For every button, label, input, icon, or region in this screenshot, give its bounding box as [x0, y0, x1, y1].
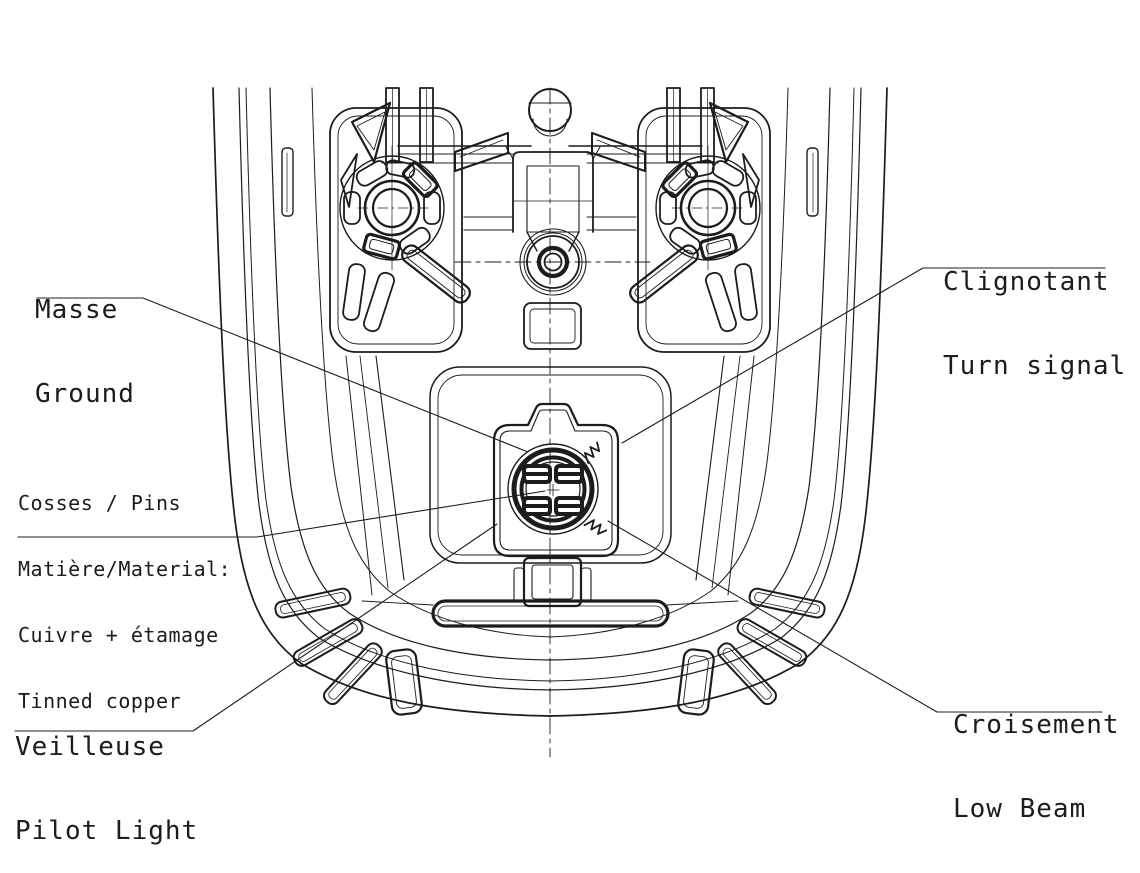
gasket-band: [431, 599, 670, 628]
wedge-block: [454, 132, 509, 172]
leader-lines: [14, 267, 1106, 732]
mounting-boss: [339, 145, 445, 271]
leader-ground: [36, 297, 529, 453]
leader-turn-signal: [621, 267, 1106, 444]
label-pins: Cosses / Pins: [18, 491, 182, 515]
adjuster-screw: [454, 228, 651, 296]
connector: [492, 402, 620, 558]
label-material: Matière/Material:: [18, 557, 232, 581]
seal-detail: [583, 441, 601, 464]
bottom-slot: [385, 648, 423, 716]
boss-clip: [362, 232, 402, 261]
label-pilot-light: Veilleuse Pilot Light: [15, 677, 198, 873]
headlight-rear-technical-drawing: [14, 86, 1106, 758]
label-turn-signal-en: Turn signal: [943, 351, 1127, 381]
boss-clip: [401, 161, 439, 199]
leader-low-beam: [607, 520, 1103, 713]
leader-pilot-light: [14, 523, 498, 732]
label-low-beam-en: Low Beam: [953, 794, 1087, 824]
pin-pilot-light: [522, 496, 552, 516]
top-tabs: [385, 87, 434, 163]
label-low-beam-fr: Croisement: [953, 710, 1120, 740]
bottom-latch: [513, 556, 592, 608]
label-pilot-light-en: Pilot Light: [15, 816, 199, 846]
label-ground-en: Ground: [35, 379, 135, 409]
housing-left-side-structure: [212, 87, 552, 717]
bulb-shield-box: [523, 302, 582, 350]
technical-drawing-page: { "diagram": { "title": "headlight rear …: [14, 86, 1126, 845]
side-clip: [281, 147, 294, 217]
label-pins-material: Cosses / Pins Matière/Material: Cuivre +…: [18, 448, 231, 734]
label-material-fr: Cuivre + étamage: [18, 623, 219, 647]
housing-right-side-structure: [547, 86, 889, 718]
connector-pins: [522, 464, 584, 516]
mounting-bracket-plate: [329, 101, 471, 353]
label-ground-fr: Masse: [35, 295, 119, 325]
pin-ground: [522, 464, 552, 484]
pin-low-beam: [554, 496, 584, 516]
pin-turn-signal: [554, 464, 584, 484]
cooling-fins: [274, 587, 383, 706]
label-material-en: Tinned copper: [18, 689, 182, 713]
label-low-beam: Croisement Low Beam: [953, 655, 1120, 851]
label-ground: Masse Ground: [35, 240, 135, 436]
label-turn-signal: Clignotant Turn signal: [943, 212, 1126, 408]
label-turn-signal-fr: Clignotant: [943, 267, 1110, 297]
seal-detail: [583, 519, 608, 535]
label-pilot-light-fr: Veilleuse: [15, 732, 165, 762]
leader-pins: [17, 490, 546, 538]
